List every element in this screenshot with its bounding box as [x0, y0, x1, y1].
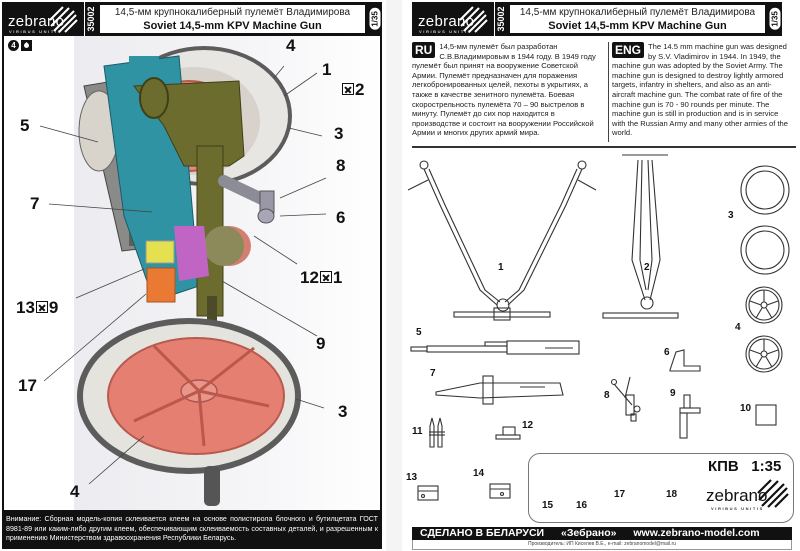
kit-number: 35002: [84, 2, 97, 36]
part-label-8: 8: [604, 390, 610, 401]
part-label-12: 12: [522, 420, 534, 431]
lever-arm: [218, 175, 275, 224]
glue-icon: [35, 300, 48, 313]
lang-tag-ru: RU: [412, 42, 436, 58]
olive-mount: [133, 77, 251, 317]
part-label-7: 7: [430, 368, 436, 379]
part-label-3: 3: [728, 210, 734, 221]
callout-part-2: 2: [341, 80, 364, 100]
orange-part: [146, 267, 176, 303]
scale-badge: 1/35: [768, 2, 782, 36]
part-label-5: 5: [416, 327, 422, 338]
title-ru: 14,5-мм крупнокалиберный пулемёт Владими…: [114, 6, 351, 18]
title-box: 14,5-мм крупнокалиберный пулемёт Владими…: [510, 5, 765, 33]
title-ru: 14,5-мм крупнокалиберный пулемёт Владими…: [519, 6, 756, 18]
part-label-15: 15: [542, 500, 554, 511]
sprue-title: КПВ 1:35: [708, 458, 782, 475]
callout-part-17: 17: [18, 376, 37, 395]
title-en: Soviet 14,5-mm KPV Machine Gun: [143, 19, 322, 32]
glue-drop-icon: [21, 40, 32, 51]
company-name: «Зебрано»: [561, 527, 617, 539]
part-label-10: 10: [740, 403, 752, 414]
part-label-9: 9: [670, 388, 676, 399]
part-label-18: 18: [666, 489, 678, 500]
title-box: 14,5-мм крупнокалиберный пулемёт Владими…: [100, 5, 365, 33]
brand-logo: zebrano VIRIBUS UNITIS: [412, 2, 494, 36]
made-in-text: СДЕЛАНО В БЕЛАРУСИ: [420, 527, 545, 539]
glue-icon: [319, 270, 332, 283]
history-en: ENG The 14.5 mm machine gun was designed…: [608, 42, 788, 142]
part-label-16: 16: [576, 500, 588, 511]
brand-name: zebrano: [8, 13, 65, 30]
page-header: zebrano VIRIBUS UNITIS 35002 14,5-мм кру…: [2, 2, 382, 36]
zebra-stripes-icon: [757, 479, 789, 508]
kit-number: 35002: [494, 2, 507, 36]
producer-info: Производитель: ИП Киселев В.Е., e-mail: …: [412, 540, 792, 550]
history-en-text: The 14.5 mm machine gun was designed by …: [612, 42, 789, 138]
callout-part-4-top: 4: [286, 36, 296, 55]
callout-part-7: 7: [30, 194, 40, 213]
part-label-6: 6: [664, 347, 670, 358]
callout-part-5: 5: [20, 116, 30, 135]
callout-part-1: 1: [322, 60, 332, 79]
part-label-4: 4: [735, 322, 741, 333]
part-label-13: 13: [406, 472, 418, 483]
lower-wheel: [77, 318, 301, 474]
brand-tagline: VIRIBUS UNITIS: [419, 29, 472, 34]
assembly-illustration: [39, 46, 327, 506]
sprue-frame: [528, 453, 794, 523]
glue-warning-notice: Внимание: Сборная модель-копия склеивает…: [2, 512, 382, 549]
website-link[interactable]: www.zebrano-model.com: [633, 527, 760, 539]
history-ru: RU 14,5-мм пулемёт был разработан С.В.Вл…: [412, 42, 596, 138]
title-en: Soviet 14,5-mm KPV Machine Gun: [548, 19, 727, 32]
instruction-page-assembly: zebrano VIRIBUS UNITIS 35002 14,5-мм кру…: [0, 0, 386, 551]
part-label-14: 14: [473, 468, 485, 479]
callout-part-3-bottom: 3: [338, 402, 348, 421]
stand-leg: [204, 466, 220, 506]
callout-part-6: 6: [336, 208, 346, 227]
zebra-stripes-icon: [49, 6, 78, 33]
page-header: zebrano VIRIBUS UNITIS 35002 14,5-мм кру…: [412, 2, 782, 36]
step-number: 4: [8, 40, 19, 51]
brand-tagline: VIRIBUS UNITIS: [9, 29, 62, 34]
footer-made-in-bar: СДЕЛАНО В БЕЛАРУСИ «Зебрано» www.zebrano…: [412, 527, 792, 540]
assembly-diagram-frame: 4: [2, 36, 382, 512]
history-ru-text: 14,5-мм пулемёт был разработан С.В.Влади…: [412, 42, 596, 138]
part-label-2: 2: [644, 262, 650, 273]
part-label-1: 1: [498, 262, 504, 273]
step-badges: 4: [8, 40, 32, 51]
callout-part-4-bottom: 4: [70, 482, 80, 501]
callout-part-8: 8: [336, 156, 346, 175]
brand-logo: zebrano VIRIBUS UNITIS: [2, 2, 84, 36]
scale-badge: 1/35: [368, 2, 382, 36]
zebra-stripes-icon: [459, 6, 488, 33]
callout-part-9: 9: [316, 334, 326, 353]
lang-tag-en: ENG: [612, 42, 645, 58]
glue-icon: [342, 82, 354, 95]
sprue-brand-tagline: VIRIBUS UNITIS: [711, 506, 764, 511]
magenta-part: [174, 226, 209, 281]
part-label-17: 17: [614, 489, 626, 500]
section-divider: [412, 146, 796, 148]
leader-lines: [39, 65, 327, 485]
brand-name: zebrano: [418, 13, 475, 30]
page-gutter: [386, 0, 402, 551]
part-label-11: 11: [412, 426, 423, 437]
yellow-part: [145, 240, 175, 264]
callout-part-3-top: 3: [334, 124, 344, 143]
sprue-brand-name: zebrano: [706, 486, 768, 505]
